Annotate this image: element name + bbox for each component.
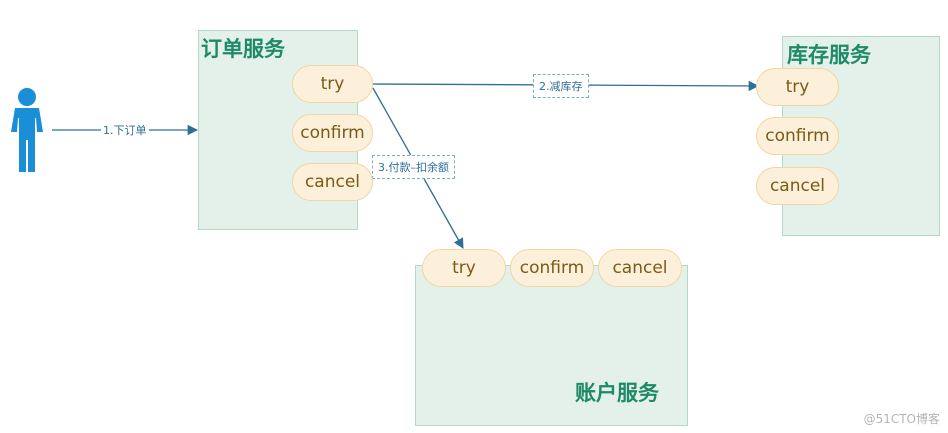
order-service-title: 订单服务 [201,37,285,61]
account-cancel-pill: cancel [598,249,682,287]
order-try-pill: try [292,65,373,103]
inventory-try-pill: try [756,68,839,106]
edge-label-pay-deduct: 3.付款–扣余额 [372,155,455,179]
account-service-title: 账户服务 [575,381,659,405]
person-icon [11,88,43,172]
inventory-confirm-pill: confirm [756,117,839,155]
edge-label-reduce-stock: 2.减库存 [533,74,589,98]
account-confirm-pill: confirm [510,249,594,287]
edge-label-place-order: 1.下订单 [101,122,149,138]
order-confirm-pill: confirm [292,114,373,152]
inventory-cancel-pill: cancel [756,167,839,205]
watermark: @51CTO博客 [863,412,940,426]
account-try-pill: try [422,249,506,287]
order-cancel-pill: cancel [292,163,373,201]
inventory-service-title: 库存服务 [787,43,871,67]
